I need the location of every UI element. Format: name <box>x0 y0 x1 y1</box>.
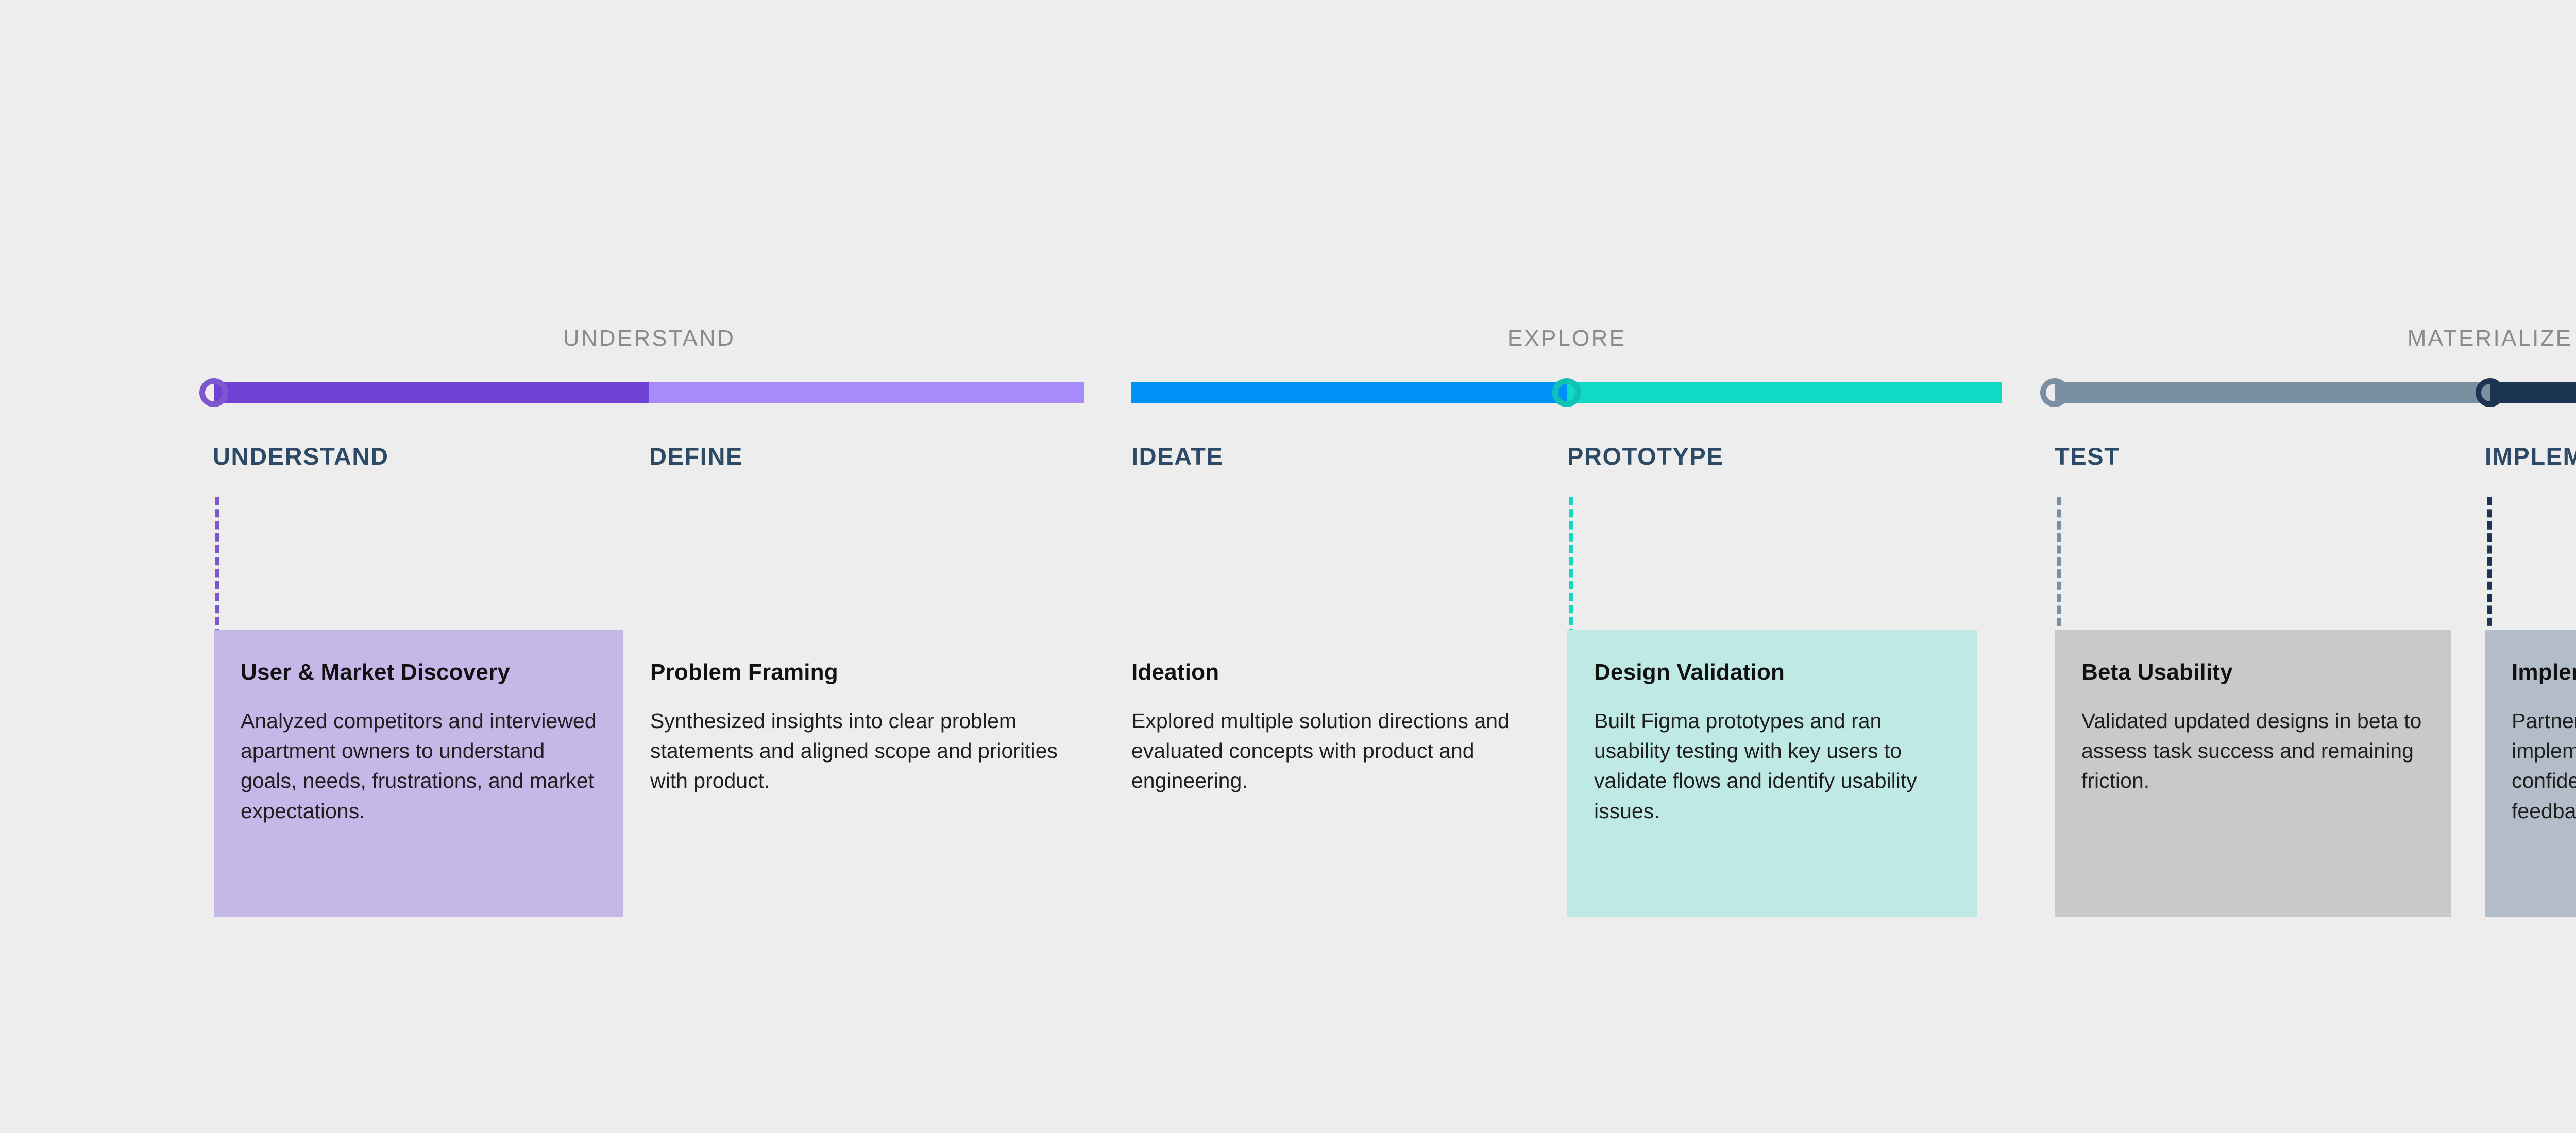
progress-bar-understand[interactable] <box>214 382 1084 403</box>
progress-marker[interactable] <box>199 378 228 407</box>
group-header-understand: UNDERSTAND <box>563 326 736 351</box>
card-title: Implementation & Validation <box>2512 659 2576 685</box>
card-body: Built Figma prototypes and ran usability… <box>1594 709 1917 823</box>
progress-marker[interactable] <box>2476 378 2504 407</box>
card-title: Beta Usability <box>2081 659 2233 685</box>
card-body: Validated updated designs in beta to ass… <box>2081 709 2422 793</box>
progress-bar-segment <box>649 382 1084 403</box>
progress-bar-explore[interactable] <box>1131 382 2002 403</box>
progress-marker[interactable] <box>2040 378 2069 407</box>
card-title: Design Validation <box>1594 659 1785 685</box>
card-body: Explored multiple solution directions an… <box>1131 709 1510 793</box>
phase-label-define: DEFINE <box>649 443 743 470</box>
phase-connector <box>1569 497 1573 649</box>
group-header-materialize: MATERIALIZE <box>2407 326 2573 351</box>
progress-bar-segment <box>2055 382 2490 403</box>
phase-label-implement: IMPLEMENT <box>2485 443 2576 470</box>
phase-label-prototype: PROTOTYPE <box>1567 443 1724 470</box>
progress-bar-segment <box>1131 382 1567 403</box>
phase-connector <box>215 497 219 649</box>
progress-bar-segment <box>1567 382 2002 403</box>
card-title: User & Market Discovery <box>241 659 511 685</box>
phase-label-understand: UNDERSTAND <box>213 443 389 470</box>
group-header-explore: EXPLORE <box>1507 326 1626 351</box>
phase-connector <box>2487 497 2492 662</box>
phase-label-test: TEST <box>2055 443 2120 470</box>
phase-card[interactable]: Implementation & ValidationPartnered wit… <box>2485 630 2576 917</box>
phase-label-ideate: IDEATE <box>1131 443 1224 470</box>
progress-bar-segment <box>214 382 649 403</box>
progress-bar-materialize[interactable] <box>2055 382 2576 403</box>
card-body: Synthesized insights into clear problem … <box>650 709 1058 793</box>
card-body: Analyzed competitors and interviewed apa… <box>241 709 597 823</box>
card-title: Problem Framing <box>650 659 838 685</box>
card-title: Ideation <box>1131 659 1219 685</box>
phase-connector <box>2057 497 2061 662</box>
progress-marker[interactable] <box>1552 378 1581 407</box>
card-body: Partnered with engineering during implem… <box>2512 709 2576 823</box>
